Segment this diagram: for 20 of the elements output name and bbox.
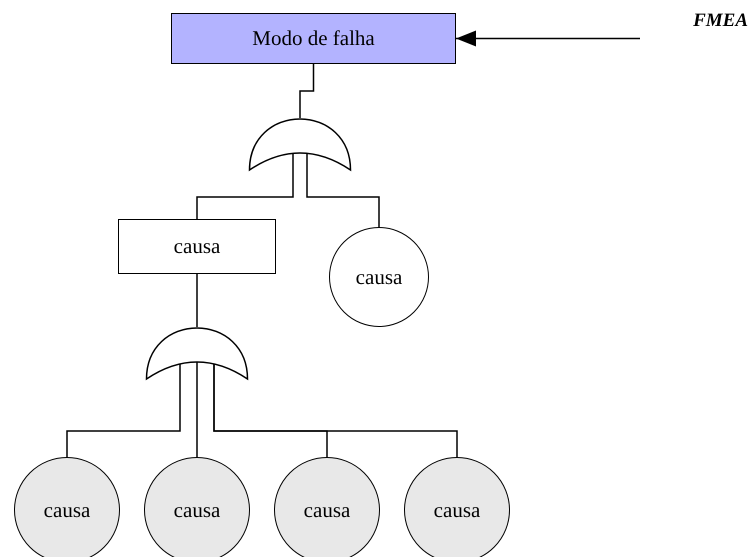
node-label: causa [304,498,350,522]
connector-line [196,362,198,457]
or-gate [145,327,249,381]
connector-line [213,364,458,457]
node-label: causa [434,498,480,522]
node-label: Modo de falha [252,26,375,51]
connector-line [306,153,380,227]
note-text: FMEA [693,10,748,32]
node-label: causa [174,234,220,259]
or-gate [248,118,352,172]
connector-line [196,153,294,219]
connector-line [299,64,314,118]
event-box [171,13,456,64]
arrow [456,30,640,46]
connector-line [66,364,181,457]
node-label: causa [356,264,402,290]
connector-line [196,274,198,327]
node-label: causa [174,498,220,522]
node-label: causa [44,498,90,522]
event-box [118,219,276,274]
